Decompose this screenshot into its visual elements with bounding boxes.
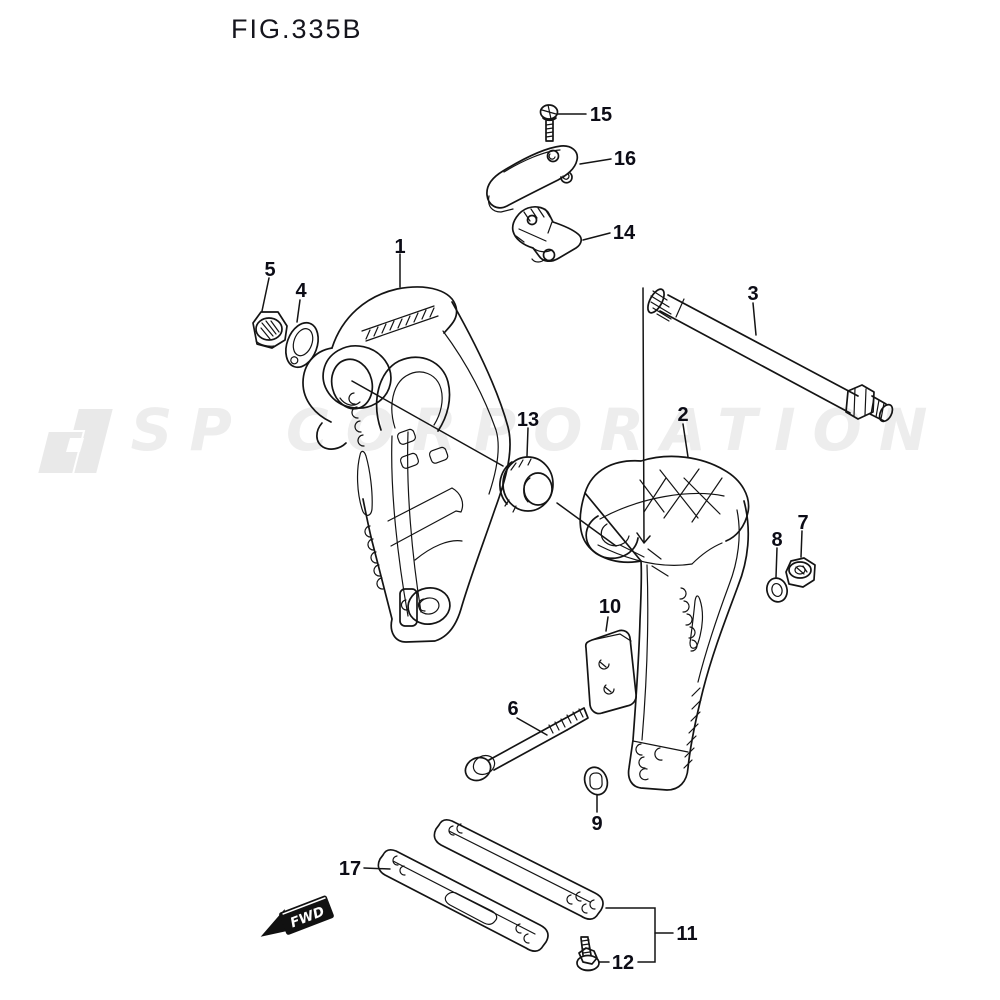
- part-label-7: 7: [797, 512, 808, 534]
- figure-title: FIG.335B: [231, 14, 363, 44]
- bushing-13-drawing: [499, 456, 554, 513]
- part-label-8: 8: [771, 529, 782, 551]
- jsp-logo: [35, 407, 116, 475]
- part-label-10: 10: [599, 596, 621, 618]
- part-label-11: 11: [676, 923, 697, 945]
- part-label-16: 16: [614, 148, 636, 170]
- clamp-bracket-1-drawing: [302, 286, 511, 643]
- pivot-axis-line: [351, 380, 617, 547]
- part-label-13: 13: [517, 409, 539, 431]
- part-label-6: 6: [507, 698, 518, 720]
- part-label-1: 1: [394, 236, 405, 258]
- nut-5-drawing: [252, 311, 288, 349]
- part-label-12: 12: [612, 952, 634, 974]
- bolt-6-drawing: [464, 707, 589, 782]
- part-label-14: 14: [613, 222, 636, 244]
- part-label-17: 17: [339, 858, 361, 880]
- plate-11-drawing: [433, 818, 604, 920]
- plate-14-drawing: [511, 205, 582, 263]
- screw-15-drawing: [539, 104, 559, 142]
- part-label-15: 15: [590, 104, 612, 126]
- nut-7-drawing: [785, 557, 816, 588]
- plate-17-drawing: [377, 848, 549, 952]
- shaft-axis-line: [636, 287, 651, 544]
- part-labels: 1 2 3 4 5 6 7 8 9 10 11 12 13 14 15 16 1…: [264, 104, 808, 974]
- plate-16-drawing: [486, 145, 579, 213]
- shaft-3-drawing: [647, 288, 894, 423]
- clamp-bracket-2-drawing: [579, 455, 750, 791]
- part-label-9: 9: [591, 813, 602, 835]
- screw-12-drawing: [576, 936, 600, 972]
- leader-lines: [261, 113, 803, 963]
- part-label-4: 4: [295, 280, 307, 302]
- washer-9-drawing: [583, 766, 609, 796]
- washer-8-drawing: [766, 577, 788, 603]
- gasket-4-drawing: [285, 321, 319, 369]
- fwd-arrow: FWD: [260, 895, 334, 937]
- plate-10-drawing: [584, 629, 637, 715]
- part-label-3: 3: [747, 283, 758, 305]
- part-label-5: 5: [264, 259, 275, 281]
- part-label-2: 2: [677, 404, 688, 426]
